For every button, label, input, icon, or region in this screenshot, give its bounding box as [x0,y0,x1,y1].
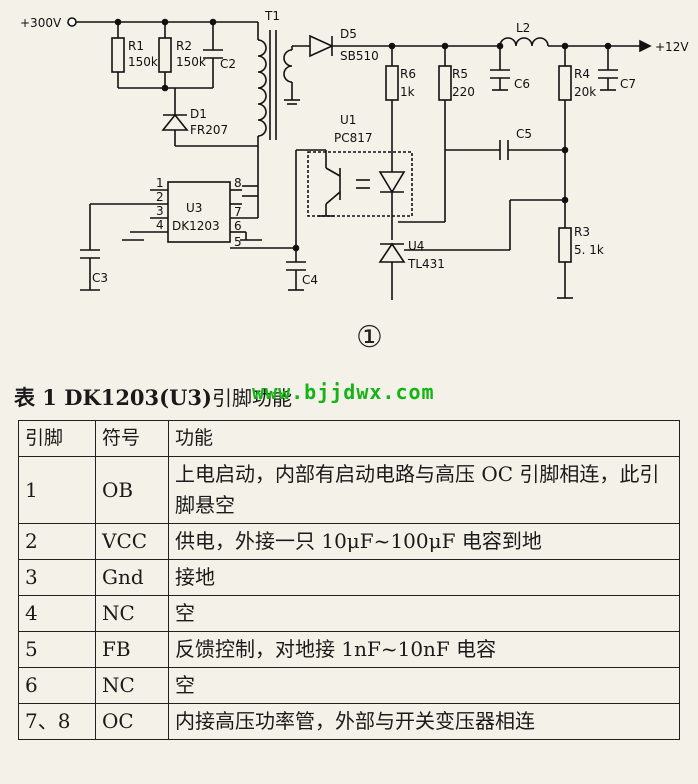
u3-pin-1: 1 [156,176,164,190]
cell-pin: 7、8 [18,703,96,740]
table-row: 3 Gnd 接地 [18,559,680,596]
c7-ref: C7 [620,77,636,91]
u3-pin-4: 4 [156,218,164,232]
u1-value: PC817 [334,131,373,145]
cell-function: 空 [168,667,680,704]
c2-ref: C2 [220,57,236,71]
r3-value: 5. 1k [574,243,604,257]
r6-value: 1k [400,85,415,99]
cell-symbol: NC [95,595,169,632]
r4-value: 20k [574,85,596,99]
r2-value: 150k [176,55,206,69]
cell-symbol: FB [95,631,169,668]
u3-ref: U3 [186,201,202,215]
u3-pin-7: 7 [234,205,242,219]
input-voltage-label: +300V [20,16,62,30]
c4-ref: C4 [302,273,318,287]
cell-pin: 5 [18,631,96,668]
cell-symbol: NC [95,667,169,704]
u3-pin-2: 2 [156,190,164,204]
u3-pin-8: 8 [234,176,242,190]
r2-ref: R2 [176,39,192,53]
r6-ref: R6 [400,67,416,81]
table-row: 1 OB 上电启动，内部有启动电路与高压 OC 引脚相连，此引脚悬空 [18,456,680,524]
transformer-label: T1 [264,9,280,23]
cell-pin: 2 [18,523,96,560]
cell-pin: 6 [18,667,96,704]
r5-value: 220 [452,85,475,99]
u1-ref: U1 [340,113,356,127]
c5-ref: C5 [516,127,532,141]
u3-value: DK1203 [172,219,220,233]
u3-pin-5: 5 [234,235,242,249]
header-function: 功能 [168,420,680,457]
u3-pin-6: 6 [234,219,242,233]
l2-ref: L2 [516,21,530,35]
r5-ref: R5 [452,67,468,81]
cell-function: 供电，外接一只 10μF~100μF 电容到地 [168,523,680,560]
table-row: 5 FB 反馈控制，对地接 1nF~10nF 电容 [18,631,680,668]
u4-ref: U4 [408,239,424,253]
u4-value: TL431 [407,257,445,271]
table-title-prefix: 表 1 [14,385,57,410]
table-title-main: DK1203(U3) [64,385,212,410]
d5-value: SB510 [340,49,379,63]
site-watermark: www.bjjdwx.com [252,380,435,404]
circuit-schematic: +300V +12V T1 R1 150k R2 150k C2 D1 FR20… [20,9,689,300]
cell-symbol: VCC [95,523,169,560]
cell-pin: 3 [18,559,96,596]
cell-symbol: Gnd [95,559,169,596]
header-symbol: 符号 [95,420,169,457]
c6-ref: C6 [514,77,530,91]
table-header-row: 引脚 符号 功能 [18,420,680,457]
cell-pin: 1 [18,456,96,524]
d5-ref: D5 [340,27,357,41]
d1-ref: D1 [190,107,207,121]
table-row: 4 NC 空 [18,595,680,632]
pin-function-table: 引脚 符号 功能 1 OB 上电启动，内部有启动电路与高压 OC 引脚相连，此引… [18,420,680,740]
cell-function: 空 [168,595,680,632]
r3-ref: R3 [574,225,590,239]
cell-function: 内接高压功率管，外部与开关变压器相连 [168,703,680,740]
cell-pin: 4 [18,595,96,632]
r4-ref: R4 [574,67,590,81]
cell-symbol: OB [95,456,169,524]
cell-function: 反馈控制，对地接 1nF~10nF 电容 [168,631,680,668]
table-row: 6 NC 空 [18,667,680,704]
table-title: 表 1 DK1203(U3)引脚功能 [14,382,292,412]
cell-function: 上电启动，内部有启动电路与高压 OC 引脚相连，此引脚悬空 [168,456,680,524]
table-row: 7、8 OC 内接高压功率管，外部与开关变压器相连 [18,703,680,740]
output-voltage-label: +12V [655,40,689,54]
table-title-suffix: 引脚功能 [211,386,292,410]
r1-value: 150k [128,55,158,69]
header-pin: 引脚 [18,420,96,457]
r1-ref: R1 [128,39,144,53]
figure-number: ① [356,320,383,355]
table-row: 2 VCC 供电，外接一只 10μF~100μF 电容到地 [18,523,680,560]
cell-function: 接地 [168,559,680,596]
u3-pin-3: 3 [156,204,164,218]
cell-symbol: OC [95,703,169,740]
c3-ref: C3 [92,271,108,285]
d1-value: FR207 [190,123,228,137]
